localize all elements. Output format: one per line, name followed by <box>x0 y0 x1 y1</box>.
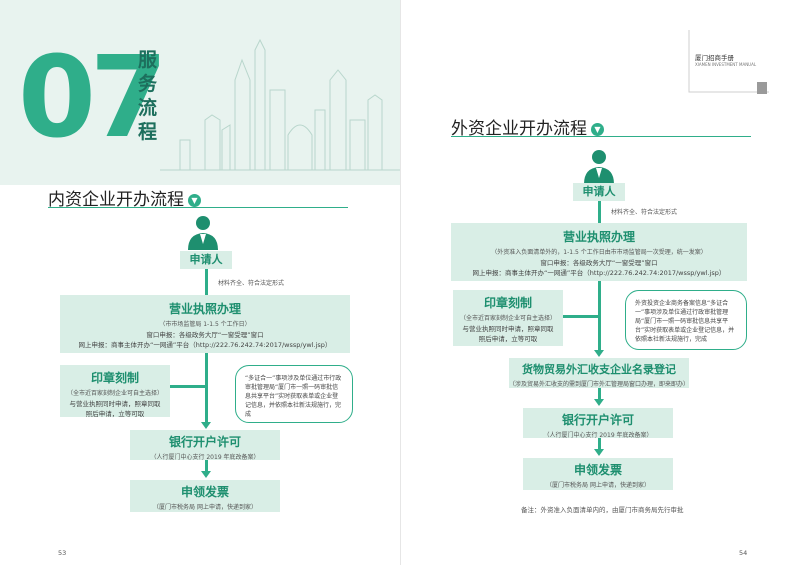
invoice-title: 申领发票 <box>573 463 622 477</box>
license-line1: 窗口申报：各级政务大厅“一窗受理”窗口 <box>540 259 658 267</box>
person-icon <box>188 216 218 250</box>
brand-frame-decoration <box>688 30 769 94</box>
invoice-box: 申领发票 （厦门市税务局 网上申请，快递到家） <box>130 480 280 512</box>
left-page: 07 服务流程 内资企业开办流程 ▼ 申请人 材料齐全、符合法定形式 营业执照办理… <box>0 0 400 557</box>
arrow-down-icon <box>594 399 604 406</box>
seal-box: 印章刻制 （全市近百家刻制企业可自主选择） 与营业执照同时申请，照章同取 照后申… <box>453 290 563 346</box>
license-line2: 网上申报：商事主体开办“一网通”平台（http://222.76.242.74:… <box>472 269 726 277</box>
invoice-box: 申领发票 （厦门市税务局 网上申请，快递到家） <box>523 458 673 490</box>
section-title-text: 内资企业开办流程 <box>48 190 184 210</box>
forex-sub: （涉及贸易外汇收支的需到厦门市外汇管理局窗口办理，即来即办） <box>509 381 690 388</box>
license-box: 营业执照办理 （外资准入负面清单外的，1-1.5 个工作日由市市场监管局一次受理… <box>451 223 747 281</box>
title-rule <box>48 207 348 208</box>
seal-line1: 与营业执照同时申请，照章同取 <box>462 325 554 333</box>
flow-line <box>598 281 601 351</box>
flow-line <box>598 388 601 400</box>
brand-subtitle: XIAMEN INVESTMENT MANUAL <box>695 62 757 67</box>
chapter-number: 07 <box>18 33 168 163</box>
seal-title: 印章刻制 <box>90 371 139 385</box>
bank-title: 银行开户许可 <box>561 413 634 427</box>
forex-box: 货物贸易外汇收支企业名录登记 （涉及贸易外汇收支的需到厦门市外汇管理局窗口办理，… <box>509 358 689 388</box>
flow-line <box>205 269 208 295</box>
page-number: 54 <box>739 549 748 557</box>
page-number: 53 <box>58 549 67 557</box>
seal-sub: （全市近百家刻制企业可自主选择） <box>459 315 556 322</box>
bank-sub: （人行厦门中心支行 2019 年底改备案） <box>150 454 260 461</box>
arrow-down-icon <box>201 422 211 429</box>
seal-sub: （全市近百家刻制企业可自主选择） <box>66 390 163 397</box>
license-line1: 窗口申报：各级政务大厅“一窗受理”窗口 <box>146 331 264 339</box>
invoice-title: 申领发票 <box>180 485 229 499</box>
applicant-box: 申请人 <box>180 251 232 269</box>
seal-box: 印章刻制 （全市近百家刻制企业可自主选择） 与营业执照同时申请，照章同取 照后申… <box>60 365 170 418</box>
section-title: 内资企业开办流程 ▼ <box>48 185 201 210</box>
license-line2: 网上申报：商事主体开办“一网通”平台（http://222.76.242.74:… <box>78 341 332 349</box>
license-box: 营业执照办理 （市市场监管局 1-1.5 个工作日） 窗口申报：各级政务大厅“一… <box>60 295 350 353</box>
license-sub: （外资准入负面清单外的，1-1.5 个工作日由市市场监管局一次受理，统一发案） <box>491 249 707 256</box>
seal-line2: 照后申请，立等可取 <box>478 335 538 343</box>
seal-line2: 照后申请，立等可取 <box>85 410 145 418</box>
seal-line1: 与营业执照同时申请，照章同取 <box>69 400 161 408</box>
section-title: 外资企业开办流程 ▼ <box>451 114 604 139</box>
arrow-down-icon <box>201 471 211 478</box>
skyline-illustration <box>160 38 400 171</box>
chapter-title: 服务流程 <box>138 49 158 143</box>
invoice-sub: （厦门市税务局 网上申请，快递到家） <box>546 482 650 489</box>
bank-title: 银行开户许可 <box>168 435 241 449</box>
arrow-down-icon <box>594 350 604 357</box>
info-bubble: “多证合一”事项涉及单位通过市行政审批管理局“厦门市一照一码审批信息共享平台”实… <box>235 365 353 423</box>
license-sub: （市市场监管局 1-1.5 个工作日） <box>159 321 251 328</box>
flow-line <box>598 201 601 223</box>
applicant-note: 材料齐全、符合法定形式 <box>218 280 285 287</box>
flow-line <box>205 353 208 423</box>
person-icon <box>584 150 614 184</box>
arrow-down-icon <box>594 449 604 456</box>
invoice-sub: （厦门市税务局 网上申请，快递到家） <box>153 504 257 511</box>
triangle-down-icon: ▼ <box>591 122 604 136</box>
triangle-down-icon: ▼ <box>188 193 201 207</box>
bank-sub: （人行厦门中心支行 2019 年底改备案） <box>543 432 653 439</box>
section-title-text: 外资企业开办流程 <box>451 119 587 139</box>
bank-box: 银行开户许可 （人行厦门中心支行 2019 年底改备案） <box>130 430 280 461</box>
seal-title: 印章刻制 <box>483 296 532 310</box>
bank-box: 银行开户许可 （人行厦门中心支行 2019 年底改备案） <box>523 408 673 439</box>
right-page: 厦门招商手册 XIAMEN INVESTMENT MANUAL 外资企业开办流程… <box>400 0 800 565</box>
title-rule <box>451 136 751 137</box>
chapter-header: 07 服务流程 <box>0 0 400 185</box>
flow-line <box>598 438 601 450</box>
forex-title: 货物贸易外汇收支企业名录登记 <box>522 363 676 376</box>
flow-line <box>205 460 208 472</box>
applicant-box: 申请人 <box>573 183 625 201</box>
license-title: 营业执照办理 <box>168 302 241 316</box>
brand-title: 厦门招商手册 <box>695 54 734 62</box>
info-bubble: 外资投资企业商务备案信息“多证合一”事项涉及单位通过行政审批管理局“厦门市一照一… <box>625 290 747 350</box>
footnote: 备注：外资准入负面清单内的，由厦门市商务局先行审批 <box>521 506 684 514</box>
applicant-note: 材料齐全、符合法定形式 <box>611 209 678 216</box>
license-title: 营业执照办理 <box>562 230 635 244</box>
flow-branch <box>170 385 206 388</box>
flow-branch <box>563 315 599 318</box>
